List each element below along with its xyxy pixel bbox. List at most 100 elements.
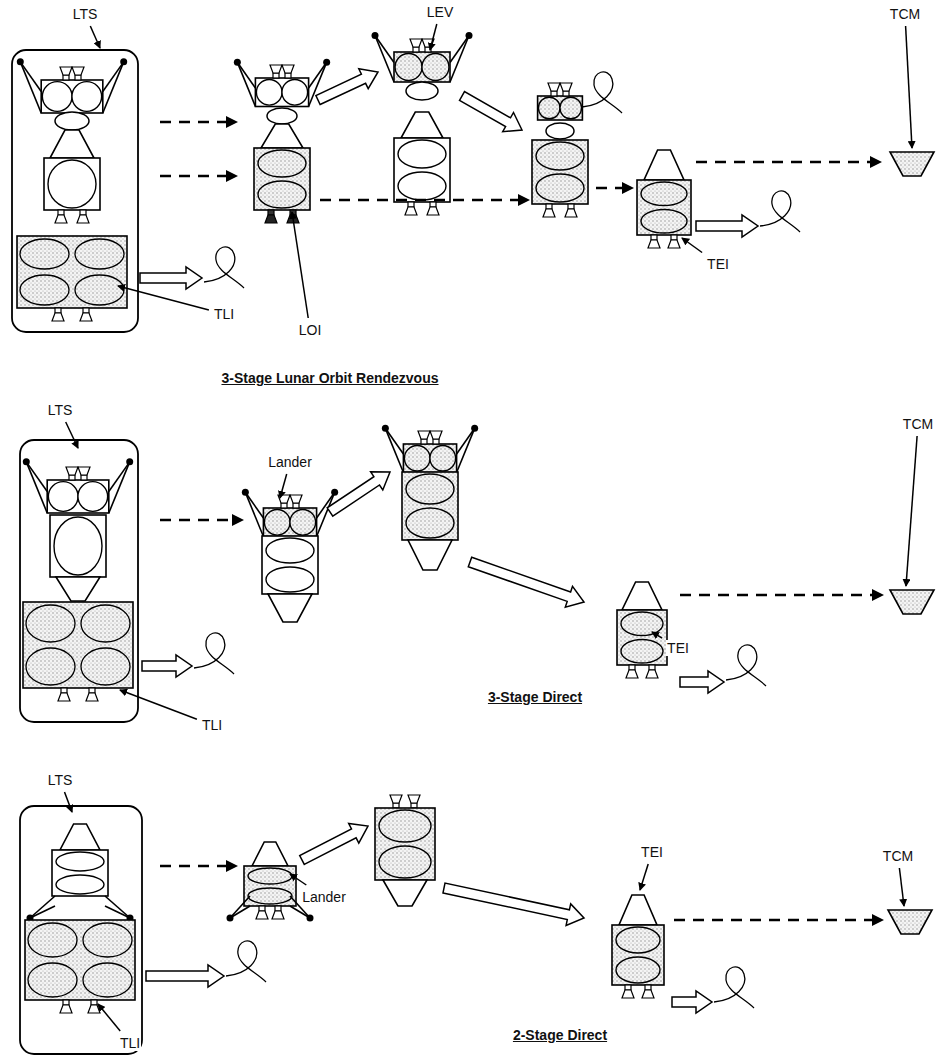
tli-stage <box>17 236 127 308</box>
dashed-path-arrow-stroke <box>622 182 634 194</box>
leader-arrow <box>290 874 306 885</box>
engine-nozzles <box>278 495 302 508</box>
callout-label: TEI <box>706 256 730 272</box>
transfer-arrow <box>672 991 712 1013</box>
crew-capsule-cone <box>56 577 100 601</box>
adapter-module-stroke <box>267 108 297 124</box>
tli-stage-stroke <box>26 648 75 685</box>
engine-nozzles <box>418 431 442 444</box>
adapter-module-stroke <box>55 112 89 130</box>
dashed-path-arrow-stroke <box>226 116 238 128</box>
tcm-capsule <box>888 910 932 934</box>
callout-label: TEI <box>640 844 664 860</box>
propellant-tank-stage-stroke <box>398 172 446 200</box>
lander-module-stroke <box>20 62 41 92</box>
engine-nozzles-stroke <box>60 1005 72 1013</box>
lander-module-stroke <box>403 444 456 473</box>
dashed-path-arrow-stroke <box>226 170 238 182</box>
lander-module-stroke <box>109 462 130 492</box>
propellant-tank-stage <box>394 138 450 202</box>
propellant-tank-stage-stroke <box>641 210 687 234</box>
lander-module-stroke <box>385 428 403 472</box>
engine-nozzles-stroke <box>256 911 268 919</box>
lander-module-stroke <box>382 425 389 432</box>
engine-nozzles-stroke <box>560 83 572 91</box>
engine-nozzles-stroke <box>290 495 302 503</box>
leader-arrow <box>120 690 197 719</box>
engine-nozzles-stroke <box>622 990 634 998</box>
engine-nozzles-stroke <box>86 693 98 701</box>
lander-module-stroke <box>72 82 102 112</box>
callout-label: LEV <box>426 4 454 20</box>
lander-module-stroke <box>290 509 316 535</box>
disposal-trajectory <box>714 967 754 1008</box>
leader-arrow <box>98 1004 120 1031</box>
engine-nozzles-stroke <box>642 990 654 998</box>
propellant-tank-stage-stroke <box>258 150 306 177</box>
adapter-module-stroke <box>406 82 438 100</box>
transfer-arrow-stroke <box>142 655 192 677</box>
lander-module-stroke <box>42 82 72 112</box>
propellant-tank-stage-stroke <box>48 160 96 208</box>
engine-nozzles-stroke <box>259 906 265 911</box>
propellant-tank-stage-stroke <box>379 810 431 842</box>
lander-module-stroke <box>78 482 108 512</box>
callout-label: LTS <box>72 6 99 22</box>
engine-nozzles-stroke <box>91 1000 97 1005</box>
engine-nozzles-stroke <box>285 73 291 78</box>
crew-capsule-cone-stroke <box>60 824 100 850</box>
propellant-tank-stage-stroke <box>379 846 431 878</box>
disposal-trajectory <box>226 941 266 982</box>
lander-module-stroke <box>237 62 255 106</box>
engine-nozzles-stroke <box>563 91 569 96</box>
transfer-arrow-stroke <box>300 824 368 865</box>
engine-nozzles-stroke <box>52 313 64 321</box>
propellant-tank-stage-stroke <box>612 925 664 985</box>
engine-nozzles-stroke <box>427 207 439 215</box>
propellant-tank-stage-stroke <box>254 148 310 210</box>
propellant-tank-stage-stroke <box>394 138 450 202</box>
engine-nozzles-stroke <box>282 65 294 73</box>
propellant-tank-stage-stroke <box>54 517 102 575</box>
propellant-tank-stage-stroke <box>637 180 691 235</box>
lander-module-stroke <box>264 509 290 535</box>
spacecraft-illustration-stroke <box>12 32 934 1054</box>
engine-nozzles-stroke <box>649 665 655 670</box>
tli-stage-stroke <box>81 605 130 642</box>
leader-arrow <box>430 24 437 50</box>
lander-module-stroke <box>430 445 456 471</box>
engine-nozzles-stroke <box>88 1005 100 1013</box>
crew-capsule-cone <box>408 540 452 570</box>
transfer-arrow <box>146 965 224 987</box>
transfer-arrow-stroke <box>327 472 390 517</box>
engine-nozzles <box>626 665 658 678</box>
engine-nozzles-stroke <box>421 439 427 444</box>
transfer-arrow <box>316 69 378 105</box>
engine-nozzles <box>543 204 577 217</box>
lander-module <box>17 58 127 113</box>
lander-module-stroke <box>331 489 338 496</box>
dashed-path-arrow <box>680 589 884 601</box>
callout-label: Lander <box>267 454 313 470</box>
propellant-tank-stage-stroke <box>248 888 292 904</box>
propellant-tank-stage-stroke <box>262 536 318 594</box>
propellant-tank-stage <box>244 866 296 906</box>
lander-module-stroke <box>126 458 133 465</box>
propellant-tank-stage-stroke <box>56 875 104 894</box>
concept-caption: 2-Stage Direct <box>512 1027 608 1043</box>
dashed-path-arrow-stroke <box>674 919 874 922</box>
spacecraft-illustration-stroke <box>65 24 918 1031</box>
engine-nozzles-stroke <box>430 202 436 207</box>
lander-module-stroke <box>375 36 394 83</box>
dashed-path-arrow-stroke <box>226 860 238 872</box>
tcm-capsule <box>890 590 934 614</box>
lander-module-stroke <box>450 36 469 63</box>
callout-label: LTS <box>47 402 74 418</box>
lts-outline-stroke <box>20 806 142 1054</box>
callout-label: TEI <box>666 640 690 656</box>
dashed-path-arrow <box>160 860 238 872</box>
disposal-trajectory-stroke <box>760 191 800 232</box>
disposal-trajectory <box>194 633 234 674</box>
crew-capsule-cone-stroke <box>261 124 303 148</box>
